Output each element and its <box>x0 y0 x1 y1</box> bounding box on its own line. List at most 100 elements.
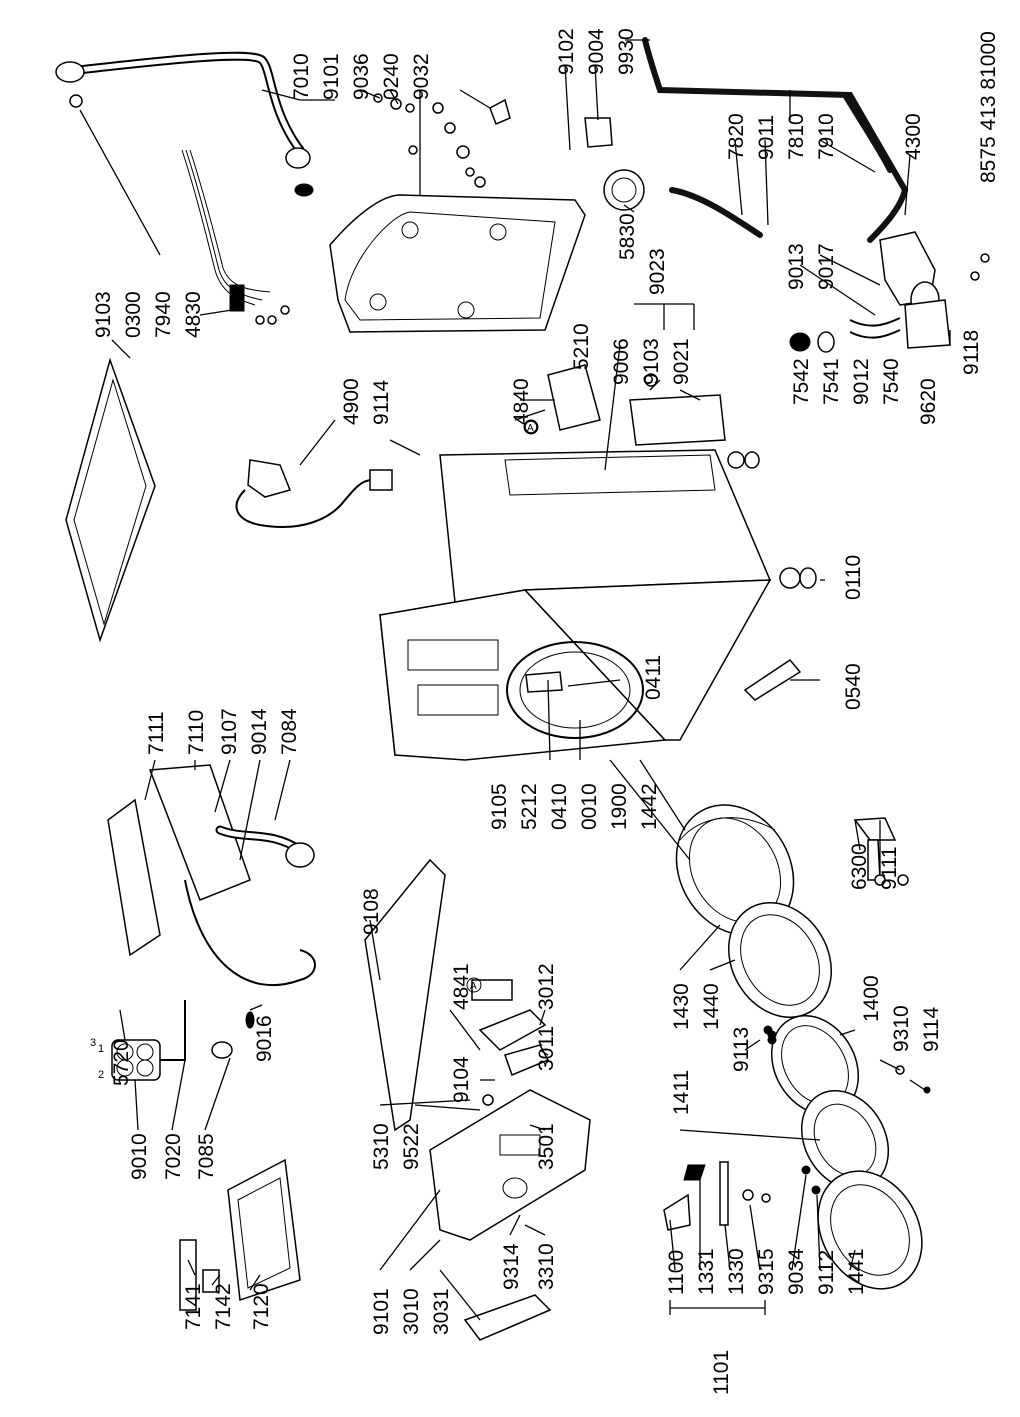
part-label: 9017 <box>815 243 838 290</box>
part-label: 7540 <box>880 358 903 405</box>
part-label: 4900 <box>340 378 363 425</box>
door-ring <box>727 902 833 1018</box>
top-cover <box>65 357 156 643</box>
part-label: 7085 <box>195 1133 218 1180</box>
part-label: 9114 <box>370 380 393 425</box>
part-label: 7940 <box>152 291 175 338</box>
connector-a-label: A <box>527 423 534 434</box>
part-label: 9108 <box>360 888 383 935</box>
part-label: 1101 <box>710 1350 733 1395</box>
part-label: 9032 <box>410 53 433 100</box>
part-label: 3310 <box>535 1243 558 1290</box>
dispenser <box>107 764 316 986</box>
part-label: 7141 <box>182 1283 205 1330</box>
part-label: 9021 <box>670 338 693 385</box>
part-label: 1400 <box>860 975 883 1022</box>
part-labels: 7010 9101 9036 0240 9032 9102 9004 9930 … <box>92 28 1000 1395</box>
part-label: 3501 <box>535 1123 558 1170</box>
part-label: 9016 <box>253 1015 276 1062</box>
feet <box>727 451 817 701</box>
part-label: 1430 <box>670 983 693 1030</box>
part-label: 5720 <box>110 1039 133 1086</box>
connector-a-marker <box>523 419 539 435</box>
part-label: 9034 <box>785 1248 808 1295</box>
part-label: 9102 <box>555 28 578 75</box>
inlet-hose <box>55 51 314 197</box>
part-label: 5210 <box>570 323 593 370</box>
part-label: 4300 <box>902 113 925 160</box>
part-label: 9006 <box>610 338 633 385</box>
part-label: 3011 <box>535 1026 558 1071</box>
part-label: 7541 <box>820 358 843 405</box>
outer-door <box>817 1170 923 1290</box>
part-label: 9012 <box>850 358 873 405</box>
part-label: 5310 <box>370 1123 393 1170</box>
part-label: 9112 <box>815 1250 838 1295</box>
part-label: 9101 <box>320 53 343 100</box>
drawer-handle <box>463 1294 552 1341</box>
part-label: 4841 <box>450 963 473 1010</box>
door-hinge <box>853 817 909 886</box>
parts-artwork <box>55 37 990 1341</box>
part-label: 9013 <box>785 243 808 290</box>
part-label: 1440 <box>700 983 723 1030</box>
part-label: 1900 <box>608 783 631 830</box>
part-label: 9023 <box>646 248 669 295</box>
valve-port-label-1: 1 <box>98 1043 104 1055</box>
part-label: 9315 <box>755 1248 778 1295</box>
part-label: 7020 <box>162 1133 185 1180</box>
part-label: 0410 <box>548 783 571 830</box>
part-label: 5212 <box>518 783 541 830</box>
control-panel <box>429 979 591 1241</box>
electronic-modules <box>524 364 726 446</box>
part-label: 9314 <box>500 1243 523 1290</box>
part-label: 9010 <box>128 1133 151 1180</box>
part-label: 7910 <box>815 113 838 160</box>
part-label: 9103 <box>640 338 663 385</box>
part-label: 9011 <box>755 115 778 160</box>
part-label: 9114 <box>920 1007 943 1052</box>
part-label: 9107 <box>218 708 241 755</box>
part-label: 1441 <box>845 1248 868 1295</box>
part-label: 7142 <box>212 1283 235 1330</box>
part-label: 9930 <box>615 28 638 75</box>
connector-a-label-2: A <box>470 981 477 992</box>
pump-assembly <box>584 37 990 353</box>
part-label: 0110 <box>842 555 865 600</box>
part-label: 9101 <box>370 1288 393 1335</box>
power-cord <box>235 459 393 529</box>
bottom-plate <box>364 858 446 1132</box>
valve-port-label-2: 2 <box>98 1069 104 1081</box>
cabinet <box>379 449 772 761</box>
part-label: 0240 <box>380 53 403 100</box>
wiring-harness <box>181 149 290 325</box>
part-label: 6300 <box>848 843 871 890</box>
part-label: 1100 <box>665 1250 688 1295</box>
door-clips <box>895 1065 931 1094</box>
valve-port-label-3: 3 <box>90 1037 96 1049</box>
part-label: 7010 <box>290 53 313 100</box>
detergent-tray <box>179 1158 301 1311</box>
part-label: 9103 <box>92 291 115 338</box>
part-label: 7542 <box>790 358 813 405</box>
part-label: 3010 <box>400 1288 423 1335</box>
part-label: 4830 <box>182 291 205 338</box>
part-label: 0540 <box>842 663 865 710</box>
top-fasteners <box>373 93 511 188</box>
part-label: 9620 <box>917 378 940 425</box>
part-label: 3012 <box>535 963 558 1010</box>
part-label: 7110 <box>185 710 208 755</box>
part-label: 0411 <box>642 655 665 700</box>
part-label: 9036 <box>350 53 373 100</box>
part-label: 7111 <box>145 711 168 755</box>
part-label: 4840 <box>510 378 533 425</box>
part-label: 7810 <box>785 113 808 160</box>
rear-panel <box>329 194 586 333</box>
part-label: 1330 <box>725 1248 748 1295</box>
part-label: 7820 <box>725 113 748 160</box>
part-label: 0300 <box>122 291 145 338</box>
part-label: 9113 <box>730 1027 753 1072</box>
part-label: 9310 <box>890 1005 913 1052</box>
